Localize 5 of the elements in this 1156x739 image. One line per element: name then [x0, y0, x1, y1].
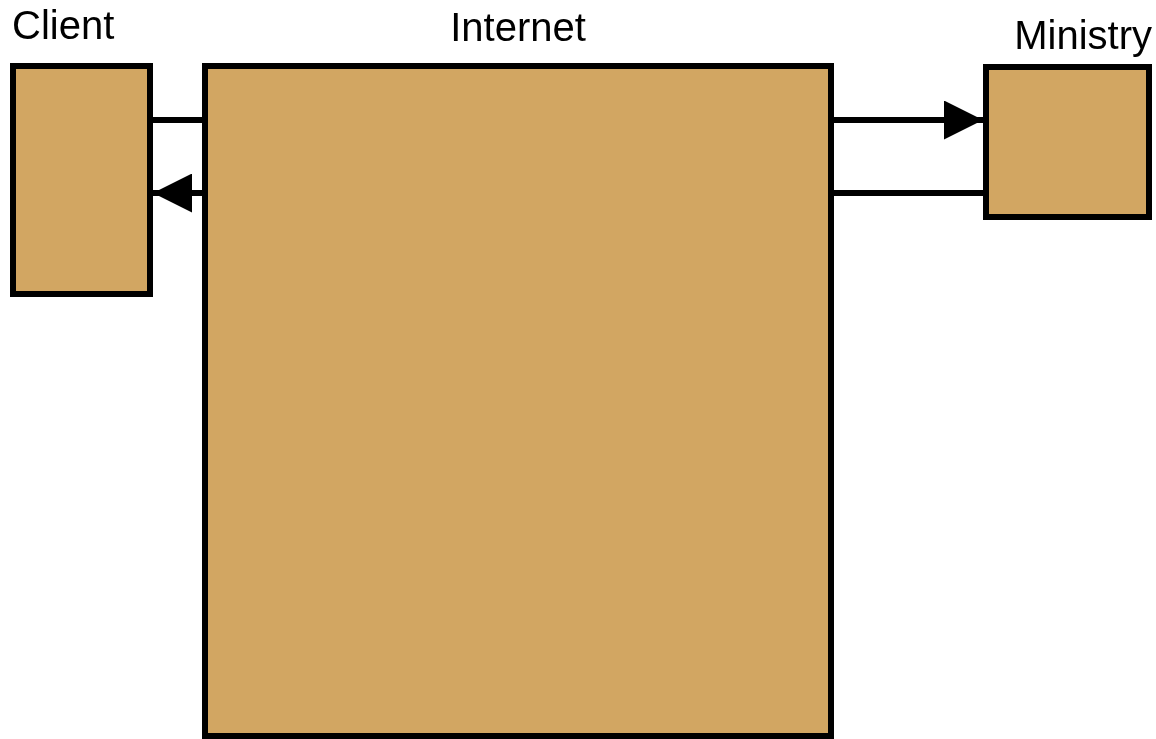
connector-arrow [153, 173, 202, 213]
connector-arrow [834, 100, 983, 140]
node-label: Client [12, 2, 115, 48]
node-label: Internet [450, 4, 586, 50]
node-label: Ministry [1014, 12, 1152, 58]
